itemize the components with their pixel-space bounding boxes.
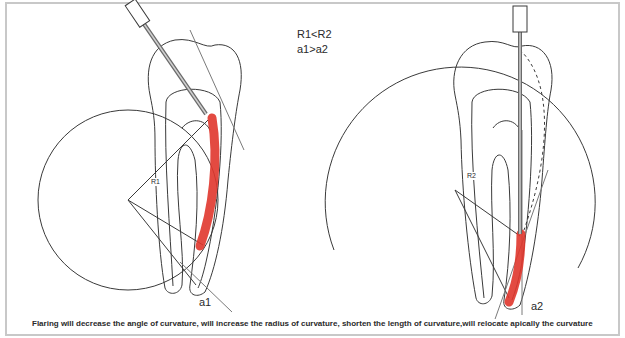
file-instrument (513, 6, 527, 234)
file-shaft (518, 30, 522, 234)
original-canal (520, 50, 545, 230)
radius-line (455, 190, 520, 236)
file-handle (125, 0, 149, 27)
curved-segment (200, 118, 215, 246)
radius-line (455, 190, 509, 298)
angle-label: a2 (530, 300, 544, 313)
pulp-canal (472, 102, 484, 298)
right-figure (325, 41, 595, 322)
tooth-outline (454, 41, 552, 309)
left-figure (38, 30, 244, 312)
file-shaft (519, 30, 521, 234)
curved-segment (509, 234, 521, 302)
tooth-outline (148, 40, 241, 296)
curvature-circle (325, 67, 595, 268)
file-handle (513, 6, 527, 32)
file-shaft (144, 24, 206, 114)
frame (6, 3, 619, 335)
file-instrument (125, 0, 206, 114)
radius-label: R1 (150, 178, 161, 186)
radius-line (128, 200, 203, 245)
caption: Flaring will decrease the angle of curva… (32, 319, 593, 328)
comparison-label: a1>a2 (296, 43, 329, 56)
curvature-circle (38, 110, 218, 290)
file-shaft (144, 24, 206, 114)
pulp-floor (493, 121, 520, 130)
radius-line (128, 200, 196, 285)
pulp-canal (166, 102, 173, 286)
radius-label: R2 (466, 172, 477, 180)
angle-label: a1 (198, 296, 212, 309)
comparison-label: R1<R2 (296, 28, 333, 41)
radius-line (128, 120, 208, 200)
tangent-line (180, 262, 232, 312)
